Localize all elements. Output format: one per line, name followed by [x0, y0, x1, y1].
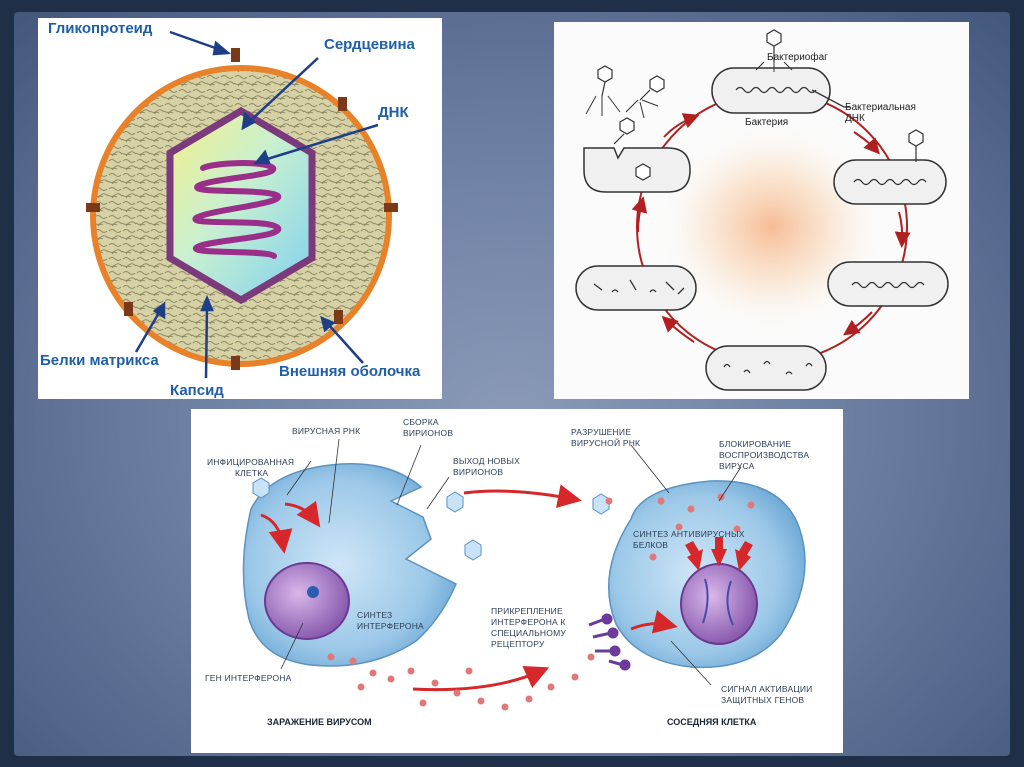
glycoprotein-spikes — [86, 48, 398, 370]
label-ifn-synthesis-line2: интерферона — [357, 621, 424, 631]
caption-virus-infection: Заражение вирусом — [267, 717, 372, 727]
label-glycoprotein: Гликопротеид — [48, 20, 153, 37]
label-ifn-gene: Ген интерферона — [205, 673, 292, 683]
neighbor-nucleus — [680, 563, 758, 645]
label-blocking-line3: вируса — [719, 461, 755, 471]
virion-diagram-panel: Гликопротеид Сердцевина ДНК Белки матрик… — [38, 18, 442, 399]
label-signal-line2: защитных генов — [721, 695, 805, 705]
label-attach-line3: специальному — [491, 628, 566, 638]
label-bacteriophage: Бактериофаг — [767, 52, 828, 63]
bacterium-1 — [711, 67, 831, 114]
label-blocking-line1: Блокирование — [719, 439, 792, 449]
bacterium-4 — [705, 345, 827, 391]
label-dna: ДНК — [378, 104, 409, 121]
label-bacterial-dna-line1: Бактериальная — [845, 102, 916, 113]
label-exit-line2: вирионов — [453, 467, 504, 477]
label-infected-line1: Инфицированная — [207, 457, 295, 467]
interferon-mechanism-panel: Вирусная РНК Сборка вирионов Инфицирован… — [191, 409, 843, 753]
label-core: Сердцевина — [324, 36, 415, 53]
label-bacterial-dna-line2: ДНК — [845, 113, 865, 124]
label-assembly-line1: Сборка — [403, 417, 439, 427]
label-antiviral-line2: белков — [633, 540, 669, 550]
infected-cell — [242, 462, 457, 667]
label-exit-line1: Выход новых — [453, 456, 520, 466]
bacteriophage-cycle-panel: Бактериофаг Бактериальная ДНК Бактерия — [554, 22, 969, 399]
label-blocking-line2: воспроизводства — [719, 450, 810, 460]
label-antiviral-line1: Синтез антивирусных — [633, 529, 745, 539]
bacterium-2 — [833, 159, 947, 205]
label-signal-line1: Сигнал активации — [721, 684, 813, 694]
label-matrix-proteins: Белки матрикса — [40, 352, 159, 369]
label-attach-line4: рецептору — [491, 639, 545, 649]
label-infected-line2: клетка — [235, 468, 269, 478]
interferon-illustration — [242, 438, 806, 711]
bacterium-5 — [575, 265, 697, 311]
label-bacterium: Бактерия — [745, 117, 789, 128]
label-ifn-synthesis-line1: Синтез — [357, 610, 393, 620]
bacteriophage-cycle-illustration — [575, 29, 949, 391]
virion-illustration — [86, 30, 398, 379]
label-outer-envelope: Внешняя оболочка — [279, 363, 421, 380]
bacterium-3 — [827, 261, 949, 307]
label-capsid: Капсид — [170, 382, 224, 399]
label-viral-rna: Вирусная РНК — [292, 426, 361, 436]
infected-nucleus — [264, 562, 350, 640]
label-attach-line2: интерферона к — [491, 617, 566, 627]
interferon-gene-spot — [307, 586, 319, 598]
dna-strand — [192, 160, 282, 259]
label-assembly-line2: вирионов — [403, 428, 454, 438]
label-destruction-line1: Разрушение — [571, 427, 632, 437]
caption-neighbor-cell: Соседняя клетка — [667, 717, 757, 727]
label-destruction-line2: вирусной РНК — [571, 438, 641, 448]
label-attach-line1: Прикрепление — [491, 606, 563, 616]
